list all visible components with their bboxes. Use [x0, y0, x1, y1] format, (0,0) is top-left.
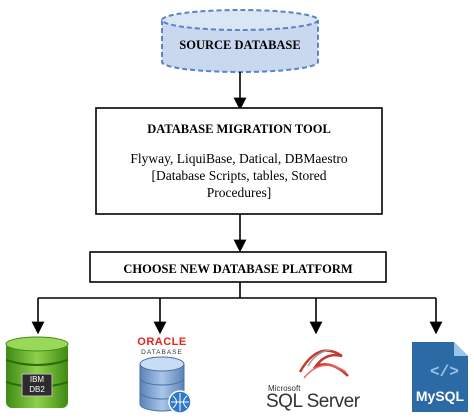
migration-tool-box: [95, 107, 383, 215]
sqlserver-microsoft-text: Microsoft: [268, 384, 301, 393]
ibm-db2-logo: [5, 336, 69, 408]
migration-tool-line3: Procedures]: [206, 185, 272, 200]
oracle-brand-text: ORACLE: [137, 336, 187, 348]
migration-tool-description: Flyway, LiquiBase, Datical, DBMaestro [D…: [98, 150, 380, 201]
svg-text:</>: </>: [430, 363, 459, 381]
db2-db2-text: DB2: [29, 385, 45, 394]
sql-server-logo: [298, 349, 349, 379]
migration-tool-title: DATABASE MIGRATION TOOL: [147, 122, 331, 136]
oracle-database-logo: [139, 356, 192, 414]
source-database-label: SOURCE DATABASE: [179, 38, 301, 52]
migration-tool-line1: Flyway, LiquiBase, Datical, DBMaestro: [130, 151, 348, 166]
oracle-sub-text: DATABASE: [141, 349, 183, 356]
sqlserver-brand-text: SQL Server: [266, 391, 360, 412]
mysql-brand-text: MySQL: [415, 388, 465, 404]
mysql-logo: </>: [412, 342, 468, 412]
platform-box: [89, 251, 387, 283]
platform-label: CHOOSE NEW DATABASE PLATFORM: [123, 262, 353, 276]
db2-ibm-text: IBM: [29, 375, 45, 384]
migration-tool-line2: [Database Scripts, tables, Stored: [151, 168, 327, 183]
